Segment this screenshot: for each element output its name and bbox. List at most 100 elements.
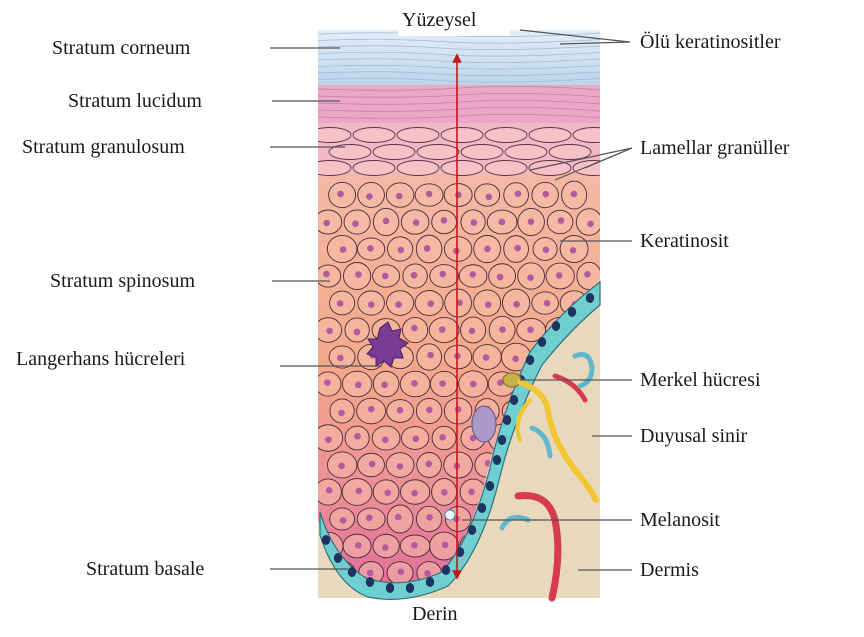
label-olu-keratinositler: Ölü keratinositler <box>640 30 781 54</box>
cell-nucleus <box>337 191 344 198</box>
cell-nucleus <box>383 218 390 225</box>
basal-nucleus <box>498 435 506 445</box>
basal-nucleus <box>348 567 356 577</box>
cell-nucleus <box>356 488 363 495</box>
cell-nucleus <box>486 194 493 201</box>
cell-nucleus <box>497 274 504 281</box>
cell-nucleus <box>439 434 446 441</box>
cell-nucleus <box>455 406 462 413</box>
cell-nucleus <box>556 272 563 279</box>
granulosum-cells <box>309 128 615 176</box>
granulosum-cell <box>353 128 395 143</box>
cell-nucleus <box>398 247 405 254</box>
cell-nucleus <box>368 301 375 308</box>
cell-nucleus <box>338 463 345 470</box>
cell-nucleus <box>354 329 361 336</box>
granulosum-cell <box>373 145 415 160</box>
basal-nucleus <box>538 337 546 347</box>
cell-nucleus <box>395 301 402 308</box>
cell-nucleus <box>484 246 491 253</box>
basal-nucleus <box>406 583 414 593</box>
granulosum-cell <box>485 161 527 176</box>
cell-nucleus <box>352 220 359 227</box>
cell-nucleus <box>323 271 330 278</box>
cell-nucleus <box>382 544 389 551</box>
cell-nucleus <box>558 217 565 224</box>
cell-nucleus <box>326 487 333 494</box>
basal-nucleus <box>503 415 511 425</box>
cell-nucleus <box>411 325 418 332</box>
granulosum-cell <box>309 128 351 143</box>
cell-nucleus <box>424 245 431 252</box>
cell-nucleus <box>571 191 578 198</box>
basal-nucleus <box>552 321 560 331</box>
basal-nucleus <box>493 455 501 465</box>
cell-nucleus <box>384 489 391 496</box>
basal-nucleus <box>586 293 594 303</box>
cell-nucleus <box>340 246 347 253</box>
label-stratum-granulosum: Stratum granulosum <box>22 135 185 159</box>
cell-nucleus <box>411 542 418 549</box>
cell-nucleus <box>381 382 388 389</box>
cell-nucleus <box>514 245 521 252</box>
cell-nucleus <box>355 382 362 389</box>
cell-nucleus <box>411 490 418 497</box>
label-merkel-hucresi: Merkel hücresi <box>640 368 761 392</box>
basal-nucleus <box>366 577 374 587</box>
cell-nucleus <box>424 570 431 577</box>
cell-nucleus <box>468 488 475 495</box>
cell-nucleus <box>396 193 403 200</box>
cell-nucleus <box>442 542 449 549</box>
cell-nucleus <box>338 410 345 417</box>
cell-nucleus <box>515 190 522 197</box>
granulosum-cell <box>309 161 351 176</box>
cell-nucleus <box>469 328 476 335</box>
cell-nucleus <box>499 326 506 333</box>
cell-nucleus <box>367 245 374 252</box>
cell-nucleus <box>325 436 332 443</box>
cell-nucleus <box>527 326 534 333</box>
cell-nucleus <box>439 326 446 333</box>
cell-nucleus <box>395 514 402 521</box>
cell-nucleus <box>398 568 405 575</box>
cell-nucleus <box>366 514 373 521</box>
cell-nucleus <box>413 436 420 443</box>
cell-nucleus <box>528 218 535 225</box>
granulosum-cell <box>529 128 571 143</box>
cell-nucleus <box>397 407 404 414</box>
cell-nucleus <box>369 461 376 468</box>
cell-nucleus <box>470 381 477 388</box>
label-duyusal-sinir: Duyusal sinir <box>640 424 747 448</box>
cell-nucleus <box>544 300 551 307</box>
granulosum-cell <box>397 128 439 143</box>
label-stratum-corneum: Stratum corneum <box>52 36 190 60</box>
cell-nucleus <box>483 354 490 361</box>
cell-nucleus <box>355 271 362 278</box>
basal-nucleus <box>322 535 330 545</box>
cell-nucleus <box>354 433 361 440</box>
cell-nucleus <box>542 191 549 198</box>
cell-nucleus <box>323 220 330 227</box>
cell-nucleus <box>427 300 434 307</box>
cell-nucleus <box>355 542 362 549</box>
basal-nucleus <box>526 355 534 365</box>
cell-nucleus <box>427 352 434 359</box>
cell-nucleus <box>326 328 333 335</box>
basal-nucleus <box>478 503 486 513</box>
cell-nucleus <box>469 271 476 278</box>
cell-nucleus <box>512 355 519 362</box>
cell-nucleus <box>471 219 478 226</box>
bottom-label: Derin <box>412 602 458 626</box>
cell-nucleus <box>439 380 446 387</box>
label-lamellar-granuller: Lamellar granüller <box>640 136 789 160</box>
cell-nucleus <box>340 517 347 524</box>
cell-nucleus <box>455 192 462 199</box>
cell-nucleus <box>426 191 433 198</box>
cell-nucleus <box>368 406 375 413</box>
cell-nucleus <box>426 407 433 414</box>
cell-nucleus <box>499 219 506 226</box>
granulosum-cell <box>573 128 615 143</box>
cell-nucleus <box>411 380 418 387</box>
cell-nucleus <box>397 463 404 470</box>
